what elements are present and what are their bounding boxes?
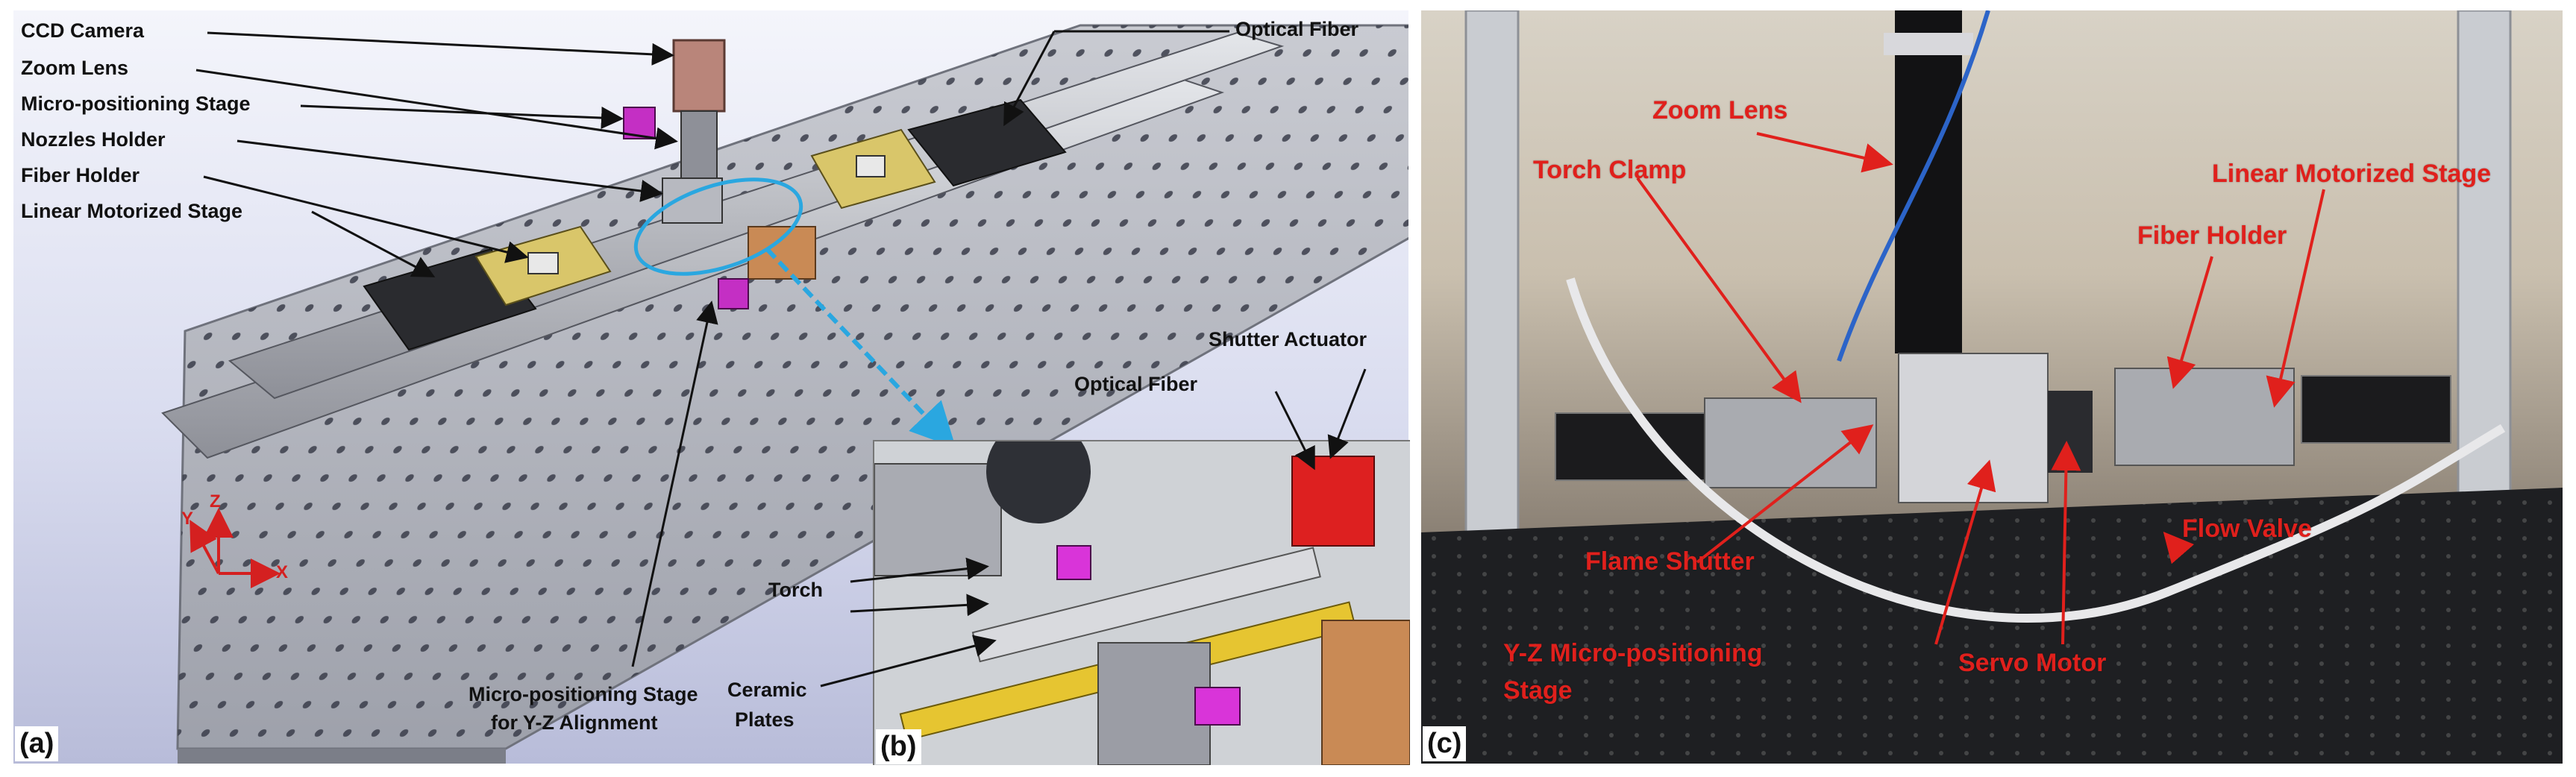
label-micro-positioning-stage: Micro-positioning Stage — [21, 92, 251, 115]
panel-c-photo: Zoom Lens Torch Clamp Linear Motorized S… — [1421, 10, 2563, 764]
label-zoom-lens-c: Zoom Lens — [1652, 96, 1788, 125]
label-linear-motorized-stage: Linear Motorized Stage — [21, 200, 243, 222]
torch-nozzle-magenta — [1056, 545, 1091, 580]
label-ceramic-line2: Plates — [735, 708, 795, 731]
left-block — [874, 463, 1002, 576]
optical-table-holes — [1421, 488, 2563, 764]
label-flow-valve: Flow Valve — [2182, 515, 2312, 543]
shutter-actuator-red — [1291, 456, 1375, 547]
axis-label-z: Z — [210, 491, 221, 512]
panel-a-drawing — [161, 24, 1408, 764]
zoom-lens-column — [1895, 10, 1962, 353]
label-ccd-camera: CCD Camera — [21, 19, 145, 42]
panel-c-drawing — [1421, 10, 2563, 764]
gas-tubing — [1566, 277, 2506, 623]
label-torch: Torch — [768, 579, 823, 601]
panel-letter-c: (c) — [1423, 726, 1467, 761]
servo-motor-photo — [2048, 391, 2093, 473]
label-linear-motorized-stage-c: Linear Motorized Stage — [2212, 160, 2492, 188]
axis-label-y: Y — [181, 509, 194, 529]
blue-cable — [1837, 10, 1990, 362]
axis-label-x: X — [276, 562, 289, 582]
right-stage-carriage — [2114, 368, 2295, 466]
label-yz-line2: Stage — [1503, 676, 1573, 705]
label-yz-stage-line1: Micro-positioning Stage — [468, 683, 698, 705]
label-fiber-holder-c: Fiber Holder — [2137, 221, 2287, 250]
panel-b-drawing — [874, 441, 1410, 765]
label-zoom-lens: Zoom Lens — [21, 57, 129, 79]
panel-b-zoom-detail: (b) — [873, 440, 1410, 765]
right-fiber-holder-clamp — [856, 155, 886, 177]
label-nozzles-holder: Nozzles Holder — [21, 128, 166, 151]
breadboard-edge — [178, 749, 506, 764]
frame-post-right — [2457, 10, 2512, 549]
right-stage-body — [907, 98, 1067, 187]
ccd-camera-body — [672, 39, 726, 113]
label-torch-clamp: Torch Clamp — [1533, 156, 1687, 184]
zoom-lens-barrel — [680, 110, 718, 179]
label-yz-line1: Y-Z Micro-positioning — [1503, 639, 1763, 667]
breadboard-holes — [178, 25, 1408, 749]
yz-stage-magenta — [718, 278, 749, 309]
label-yz-stage-line2: for Y-Z Alignment — [491, 711, 658, 734]
frame-post-left — [1464, 10, 1520, 579]
copper-block — [1321, 620, 1410, 765]
zoom-callout-arrow — [765, 247, 956, 448]
panel-a-cad-overview: CCD Camera Zoom Lens Micro-positioning S… — [13, 10, 1408, 764]
left-fiber-holder-clamp — [527, 252, 559, 274]
label-optical-fiber-b: Optical Fiber — [1074, 373, 1198, 395]
panel-a-leaders — [195, 30, 1229, 667]
panel-letter-b: (b) — [876, 729, 921, 764]
label-optical-fiber-a: Optical Fiber — [1235, 18, 1359, 40]
label-servo-motor: Servo Motor — [1958, 649, 2107, 677]
panel-letter-a: (a) — [15, 726, 59, 761]
magenta-mount — [1194, 687, 1241, 726]
label-flame-shutter: Flame Shutter — [1585, 547, 1755, 576]
zoom-lens-ring — [1884, 33, 1973, 55]
label-fiber-holder: Fiber Holder — [21, 164, 140, 186]
label-shutter-actuator: Shutter Actuator — [1209, 328, 1367, 350]
left-hole — [986, 441, 1091, 523]
label-ceramic-line1: Ceramic — [727, 679, 807, 701]
coordinate-axes — [189, 508, 281, 588]
front-block — [1097, 642, 1211, 765]
right-stage-photo — [2301, 375, 2451, 444]
torch-assembly — [1898, 353, 2049, 503]
zoom-callout-ellipse — [633, 177, 803, 276]
